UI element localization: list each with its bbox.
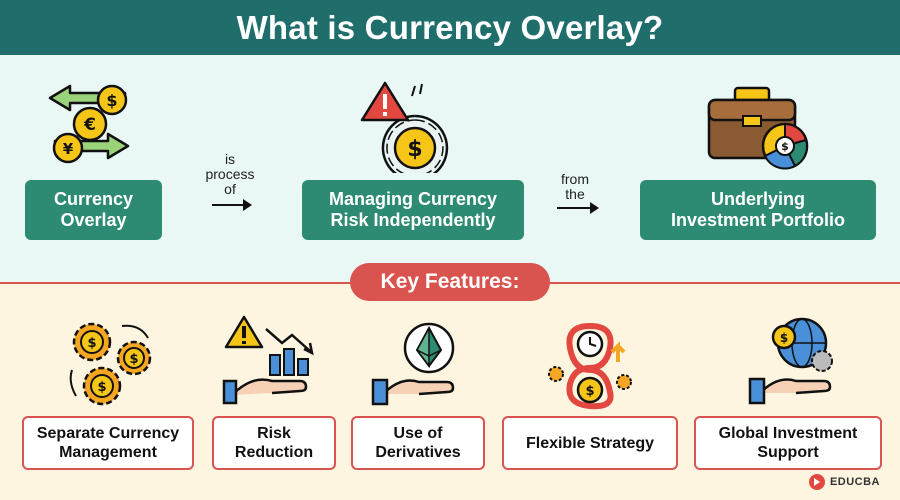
feature-global-investment-support: Global Investment Support: [694, 416, 882, 470]
term-box: Currency Overlay: [25, 180, 162, 240]
svg-text:¥: ¥: [63, 140, 74, 158]
arrow-right-icon: [212, 199, 252, 211]
feature-separate-currency-management: Separate Currency Management: [22, 416, 194, 470]
portfolio-briefcase-icon: $: [707, 86, 809, 170]
arrow-right-icon: [557, 202, 599, 214]
gears-dollar-icon: $ $ $: [69, 322, 152, 406]
risk-reduction-icon: [222, 315, 314, 405]
connector-from-the: from the: [545, 172, 605, 202]
svg-text:$: $: [97, 380, 106, 395]
feature-risk-reduction: Risk Reduction: [212, 416, 336, 470]
connector-word: of: [224, 181, 236, 197]
svg-text:$: $: [780, 331, 788, 345]
process-box: Managing Currency Risk Independently: [302, 180, 524, 240]
feature-use-of-derivatives: Use of Derivatives: [351, 416, 485, 470]
flexible-strategy-icon: $: [548, 323, 632, 410]
page-title: What is Currency Overlay?: [236, 8, 664, 46]
logo-text: EDUCBA: [829, 476, 880, 488]
connector-word: is: [224, 151, 236, 167]
target-box: Underlying Investment Portfolio: [640, 180, 876, 240]
educba-logo: EDUCBA: [808, 473, 880, 491]
currency-exchange-icon: $ € ¥: [48, 84, 130, 164]
svg-text:$: $: [781, 140, 789, 153]
svg-text:€: €: [83, 115, 96, 135]
connector-word: the: [565, 186, 585, 202]
svg-text:$: $: [585, 384, 594, 399]
educba-logo-icon: [808, 474, 825, 490]
feature-flexible-strategy: Flexible Strategy: [502, 416, 678, 470]
key-features-label: Key Features:: [350, 263, 550, 301]
svg-text:$: $: [407, 137, 422, 162]
connector-word: from: [561, 171, 589, 187]
svg-text:$: $: [87, 336, 96, 351]
svg-text:$: $: [129, 352, 138, 367]
connector-is-process-of: is process of: [200, 152, 260, 197]
global-investment-icon: $: [748, 317, 833, 405]
derivatives-hand-icon: [371, 322, 455, 406]
svg-text:$: $: [106, 91, 117, 110]
connector-word: process: [205, 166, 255, 182]
header-bar: What is Currency Overlay?: [0, 0, 900, 55]
currency-risk-icon: $: [360, 81, 449, 173]
